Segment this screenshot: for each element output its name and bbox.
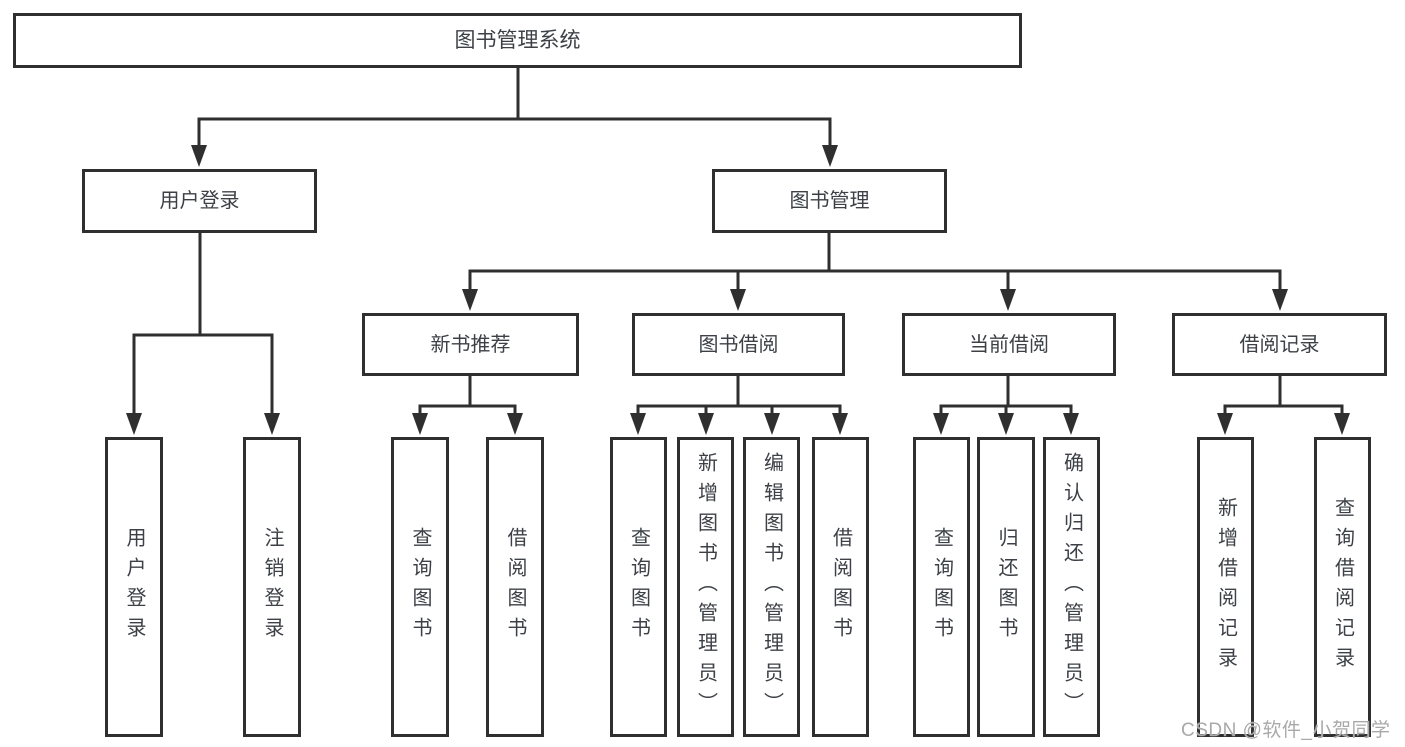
- connector-user-login-children: [132, 231, 274, 430]
- leaf-current-query-books: 查询图书: [913, 437, 970, 737]
- node-user-login: 用户登录: [82, 169, 317, 233]
- connector-root-to-level2: [197, 66, 832, 162]
- node-book-borrow: 图书借阅: [632, 313, 845, 376]
- arrowheads-book-borrow-children: [630, 413, 848, 435]
- leaf-current-return-books: 归还图书: [977, 437, 1035, 737]
- node-new-book-recommend: 新书推荐: [362, 313, 579, 376]
- arrowheads-new-book-children: [412, 413, 523, 435]
- leaf-current-confirm-return-admin: 确认归还（管理员）: [1043, 437, 1100, 737]
- leaf-newbook-borrow-books: 借阅图书: [486, 437, 544, 737]
- leaf-borrow-borrow-books: 借阅图书: [812, 437, 869, 737]
- arrowheads-user-login-children: [126, 413, 280, 435]
- leaf-record-query-borrow-record: 查询借阅记录: [1314, 437, 1371, 737]
- arrowheads-current-borrow-children: [933, 413, 1079, 435]
- arrowheads-borrow-record-children: [1217, 413, 1350, 435]
- node-current-borrow: 当前借阅: [902, 313, 1116, 376]
- leaf-user-login: 用户登录: [105, 437, 163, 737]
- arrowheads-level2: [191, 145, 838, 167]
- connector-book-mgmt-children: [468, 231, 1282, 307]
- leaf-borrow-edit-books-admin: 编辑图书（管理员）: [743, 437, 800, 737]
- leaf-newbook-query-books: 查询图书: [391, 437, 449, 737]
- leaf-borrow-add-books-admin: 新增图书（管理员）: [677, 437, 734, 737]
- connector-borrow-record-children: [1223, 374, 1344, 430]
- leaf-logout: 注销登录: [243, 437, 301, 737]
- leaf-borrow-query-books: 查询图书: [610, 437, 667, 737]
- node-root-library-management-system: 图书管理系统: [13, 13, 1022, 68]
- leaf-record-add-borrow-record: 新增借阅记录: [1197, 437, 1254, 737]
- node-borrow-records: 借阅记录: [1172, 313, 1387, 376]
- connector-new-book-children: [418, 374, 517, 430]
- csdn-watermark: CSDN @软件_小贺同学: [1181, 720, 1391, 741]
- node-book-management: 图书管理: [712, 169, 947, 233]
- connector-book-borrow-children: [636, 374, 842, 430]
- arrowheads-book-mgmt-children: [462, 289, 1288, 311]
